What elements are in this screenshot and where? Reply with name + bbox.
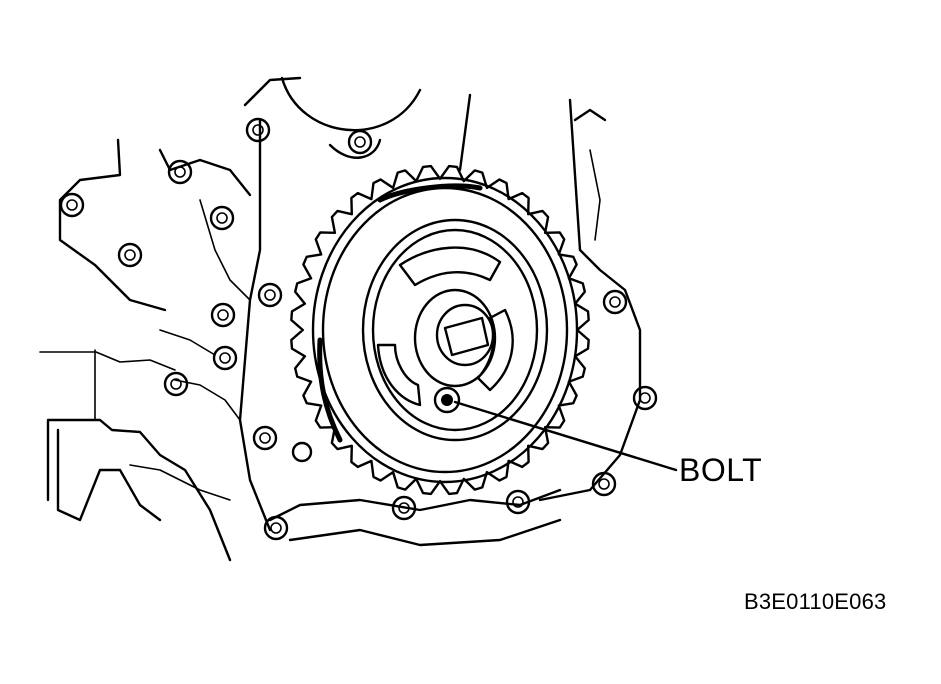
crankshaft-pulley [311, 176, 579, 484]
sprocket-teeth [290, 164, 590, 496]
mounting-bolt-bosses [59, 117, 658, 541]
bolt-callout-label: BOLT [679, 452, 763, 488]
pulley-bolt [433, 386, 461, 414]
bolt-callout-leader-line [453, 400, 678, 472]
figure-code: B3E0110E063 [744, 589, 887, 614]
engine-block [39, 76, 642, 562]
timing-sprocket [290, 164, 590, 496]
